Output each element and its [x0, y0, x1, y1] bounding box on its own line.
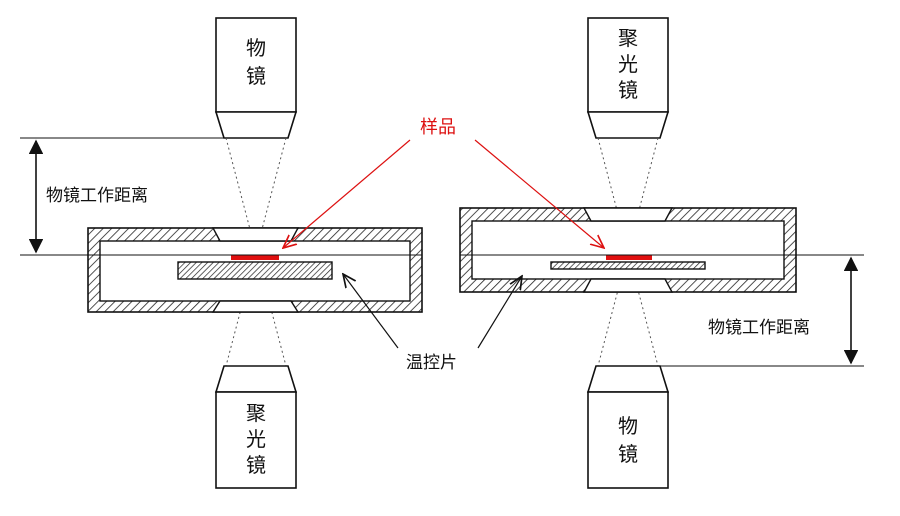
- left-heater-plate: [177, 261, 333, 280]
- sample-callout: 样品: [283, 117, 604, 248]
- left-bottom-lens-char-3: 镜: [246, 453, 266, 477]
- right-top-lens-char-3: 镜: [618, 78, 638, 102]
- sample-arrow-right: [474, 139, 604, 248]
- left-top-objective: 物 镜: [214, 17, 298, 139]
- left-sample: [231, 255, 279, 260]
- left-bottom-condenser: 聚 光 镜: [214, 365, 298, 489]
- right-top-condenser: 聚 光 镜: [586, 17, 670, 139]
- right-working-distance: 物镜工作距离: [460, 254, 864, 367]
- heater-label: 温控片: [406, 353, 457, 373]
- right-light-cone: [597, 137, 659, 367]
- right-bottom-objective: 物 镜: [586, 365, 670, 489]
- left-top-lens-char-1: 物: [246, 36, 266, 60]
- right-distance-label: 物镜工作距离: [708, 318, 810, 338]
- right-bottom-lens-char-2: 镜: [618, 442, 638, 466]
- left-bottom-lens-char-1: 聚: [246, 401, 266, 425]
- right-top-lens-char-1: 聚: [618, 26, 638, 50]
- right-heater-plate: [550, 261, 706, 270]
- heater-arrow-right: [477, 276, 522, 349]
- right-chamber: [459, 207, 797, 293]
- sample-arrow-left: [283, 139, 411, 248]
- left-light-cone: [225, 137, 287, 367]
- left-bottom-lens-char-2: 光: [246, 427, 266, 451]
- left-distance-label: 物镜工作距离: [46, 186, 148, 206]
- right-sample: [606, 255, 652, 260]
- right-assembly: 聚 光 镜 物 镜: [459, 17, 864, 489]
- left-working-distance: 物镜工作距离: [20, 137, 422, 256]
- sample-label: 样品: [420, 117, 456, 138]
- heater-callout: 温控片: [343, 274, 522, 373]
- left-top-lens-char-2: 镜: [246, 64, 266, 88]
- left-assembly: 物 镜 聚 光 镜: [20, 17, 423, 489]
- right-top-lens-char-2: 光: [618, 52, 638, 76]
- right-bottom-lens-char-1: 物: [618, 414, 638, 438]
- left-chamber: [87, 227, 423, 313]
- heater-arrow-left: [343, 274, 399, 349]
